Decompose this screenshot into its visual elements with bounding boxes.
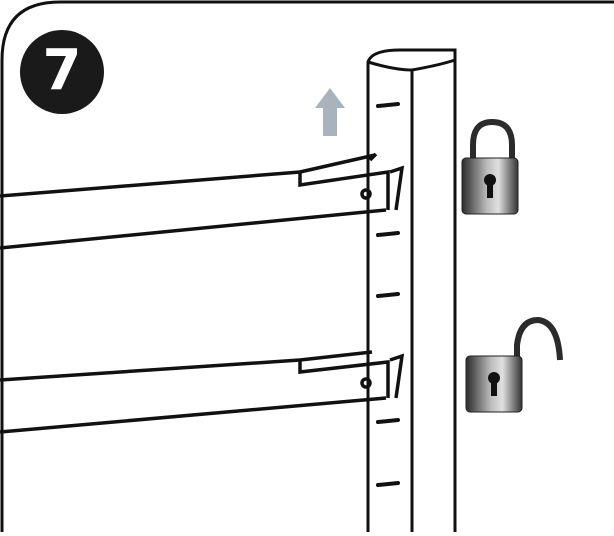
upright-post: [366, 48, 457, 532]
arrow-up-icon: [315, 88, 345, 136]
top-beam: [0, 152, 405, 250]
padlock-locked-icon: [461, 118, 519, 215]
padlock-unlocked-icon: [465, 316, 563, 413]
bottom-beam: [0, 350, 405, 434]
step-number: 7: [42, 38, 82, 103]
post-slots: [376, 102, 400, 487]
step-badge: 7: [20, 30, 104, 114]
step-badge-circle: [20, 30, 104, 114]
